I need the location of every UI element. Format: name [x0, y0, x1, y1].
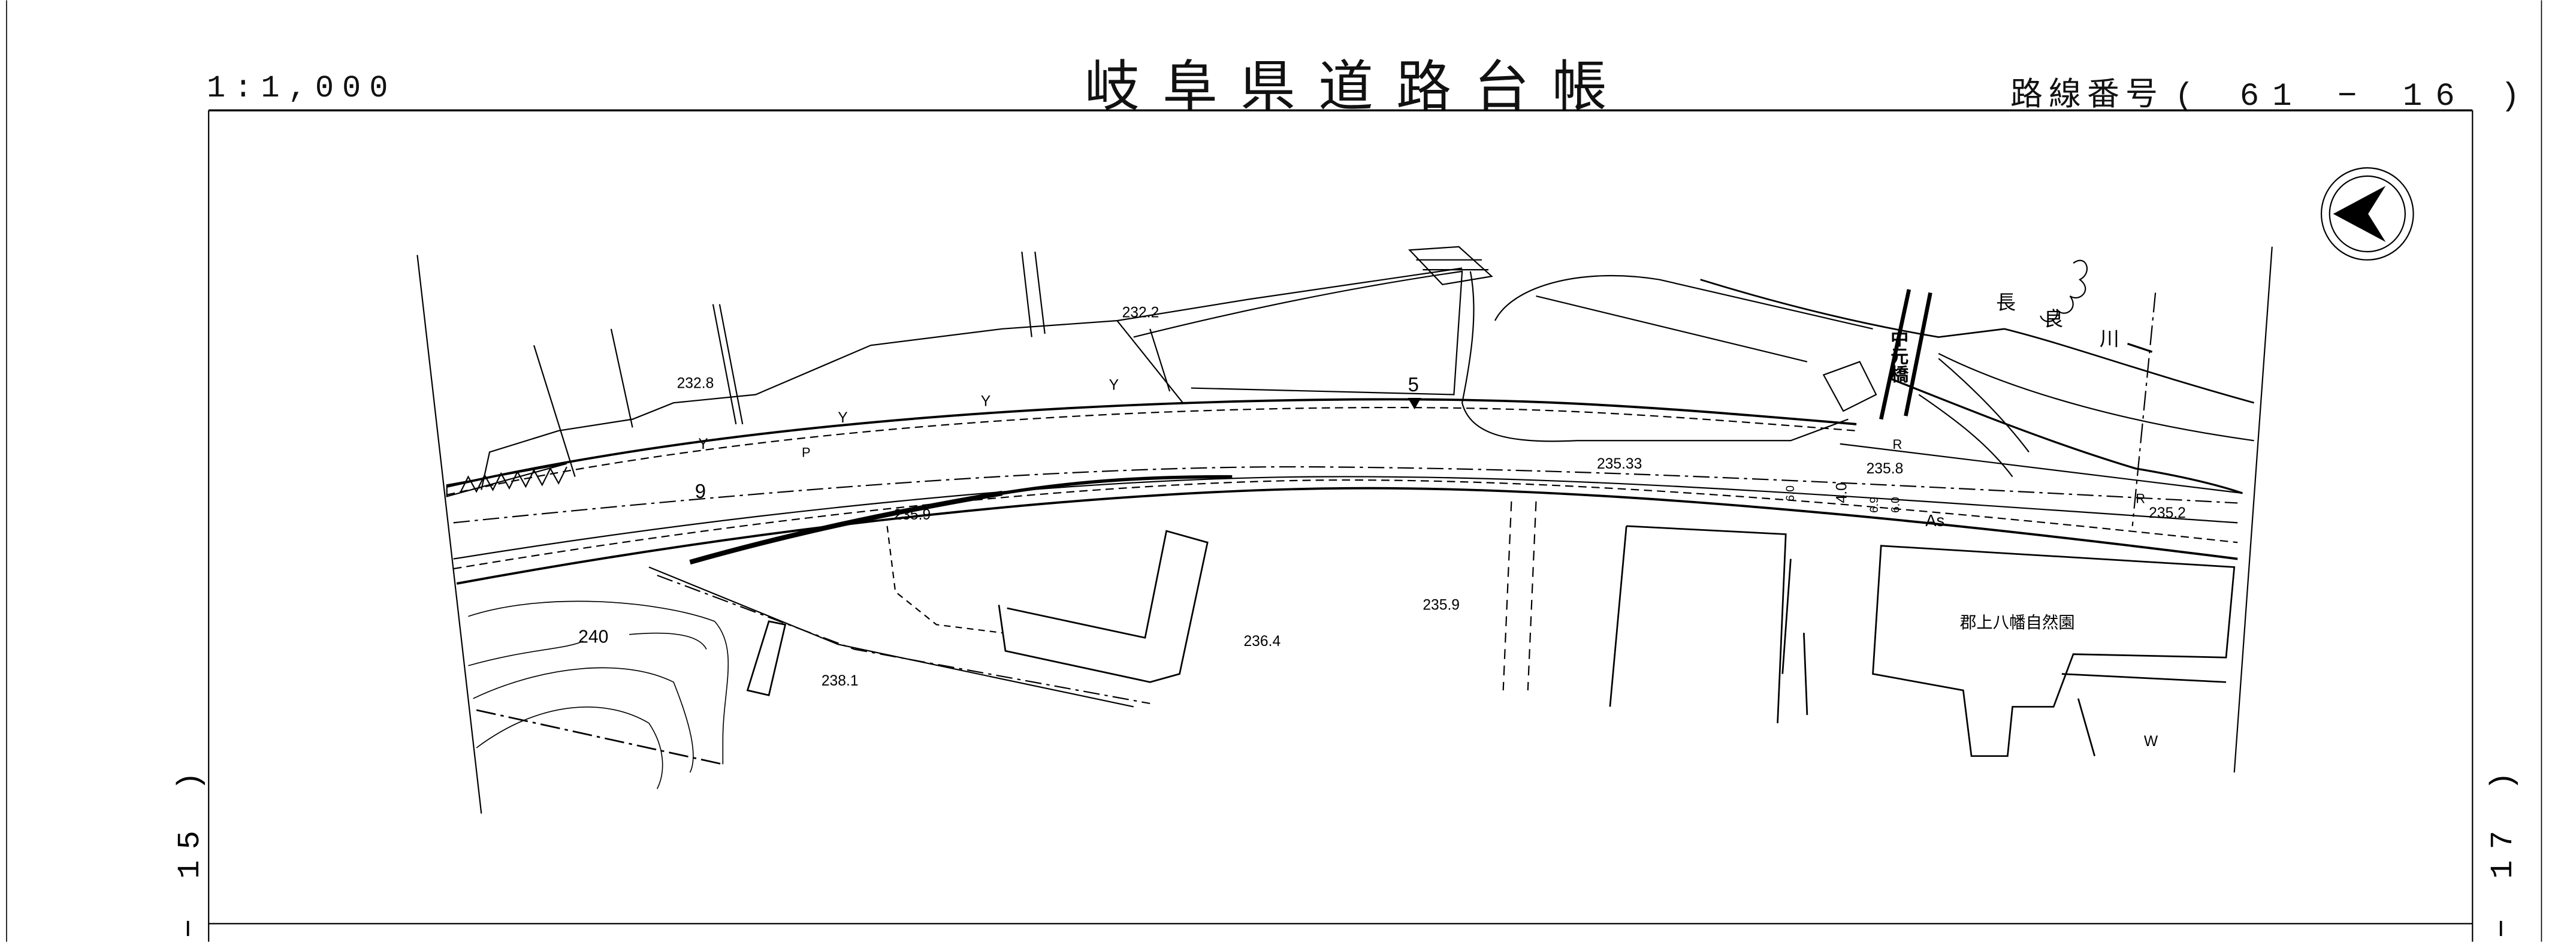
river-name-char: 川 — [2100, 327, 2119, 350]
pavement-label: As — [1925, 511, 1944, 530]
land-use-label: R — [1892, 437, 1902, 452]
bridge — [1879, 289, 2030, 478]
land-use-label: Y — [1109, 377, 1119, 393]
land-use-label: W — [2144, 733, 2158, 750]
elevation-label: 235.2 — [2149, 505, 2186, 521]
slope-hatch — [446, 246, 1877, 565]
route-label: 路線番号 — [2010, 75, 2164, 113]
width-label: 6.0 — [1889, 497, 1902, 513]
river-name-char: 長 — [1996, 291, 2016, 314]
buildings — [746, 525, 2236, 757]
bridge-name: 中元橋 — [1887, 328, 1908, 383]
land-use-label: Y — [981, 394, 990, 410]
elevation-label: 235.33 — [1597, 456, 1642, 472]
elevation-label: 235.9 — [1423, 597, 1460, 614]
station-mark: 5 — [1408, 373, 1419, 395]
north-arrow-icon — [2320, 167, 2414, 261]
land-use-label: R — [2136, 491, 2145, 506]
elevation-label: 236.4 — [1243, 633, 1281, 650]
contours — [468, 600, 729, 789]
station-mark: 9 — [695, 480, 706, 502]
width-label: 6.9 — [1868, 497, 1881, 513]
page-title: 岐阜県道路台帳 — [1085, 55, 1630, 119]
elevation-label: 235.9 — [893, 507, 931, 523]
south-boundary — [648, 501, 1537, 708]
river — [1700, 259, 2254, 526]
elevation-label: 235.8 — [1867, 461, 1904, 477]
road — [446, 398, 2243, 585]
survey-boundary — [416, 246, 2273, 814]
contour-label: 240 — [578, 627, 608, 647]
facility-name: 郡上八幡自然園 — [1960, 614, 2075, 632]
river-name-char: 良 — [2044, 307, 2064, 330]
land-use-label: Y — [698, 436, 708, 452]
route-number-value: ( 61 − 16 ) — [2175, 78, 2533, 115]
width-label: 6.0 — [1784, 485, 1797, 502]
map-labels: 232.2 232.8 235.9 236.4 235.9 238.1 235.… — [578, 291, 2186, 750]
land-use-label: Y — [838, 410, 847, 426]
elevation-label: 238.1 — [822, 673, 859, 689]
width-label: 4.0 — [1834, 482, 1850, 503]
elevation-label: 232.2 — [1122, 305, 1159, 321]
map-frame — [6, 0, 2542, 942]
map-scale: 1:1,000 — [207, 71, 397, 106]
land-use-label: P — [802, 445, 811, 460]
elevation-label: 232.8 — [677, 376, 714, 392]
route-number: 路線番号 ( 61 − 16 ) — [2010, 67, 2533, 115]
parcels-north — [481, 251, 1873, 490]
